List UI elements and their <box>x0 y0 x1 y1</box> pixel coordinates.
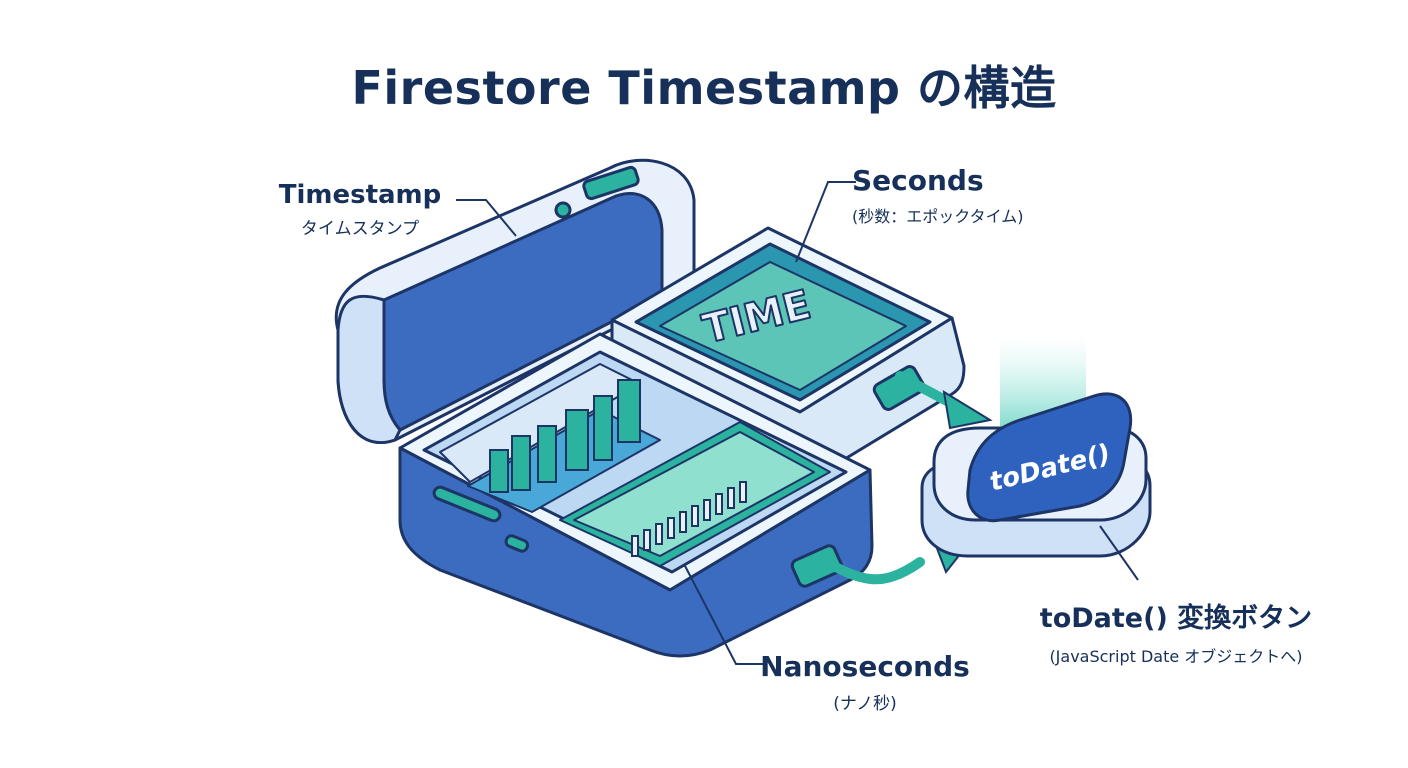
timestamp-label: Timestamp タイムスタンプ <box>262 180 458 239</box>
todate-label-main: toDate() 変換ボタン <box>1039 603 1313 634</box>
timestamp-label-sub: タイムスタンプ <box>300 219 420 239</box>
nanoseconds-label-sub: (ナノ秒) <box>833 694 897 714</box>
seconds-label-main: Seconds <box>852 164 984 197</box>
todate-button-illustration: toDate() <box>920 336 1152 558</box>
nano-ticks <box>631 481 747 557</box>
page-title: Firestore Timestamp の構造 <box>351 61 1057 115</box>
nanoseconds-label: Nanoseconds (ナノ秒) <box>760 650 970 714</box>
nanoseconds-label-main: Nanoseconds <box>760 650 970 683</box>
seconds-label: Seconds (秒数：エポックタイム) <box>852 164 1024 227</box>
case-lid <box>334 158 696 444</box>
todate-label: toDate() 変換ボタン (JavaScript Date オブジェクトへ) <box>996 596 1356 667</box>
arrow-seconds-to-button <box>895 371 993 430</box>
timestamp-label-main: Timestamp <box>278 180 442 210</box>
todate-label-sub: (JavaScript Date オブジェクトへ) <box>1049 647 1303 666</box>
leader-lines <box>456 181 1139 665</box>
seconds-label-sub: (秒数：エポックタイム) <box>852 207 1024 226</box>
nano-blocks <box>489 379 641 493</box>
